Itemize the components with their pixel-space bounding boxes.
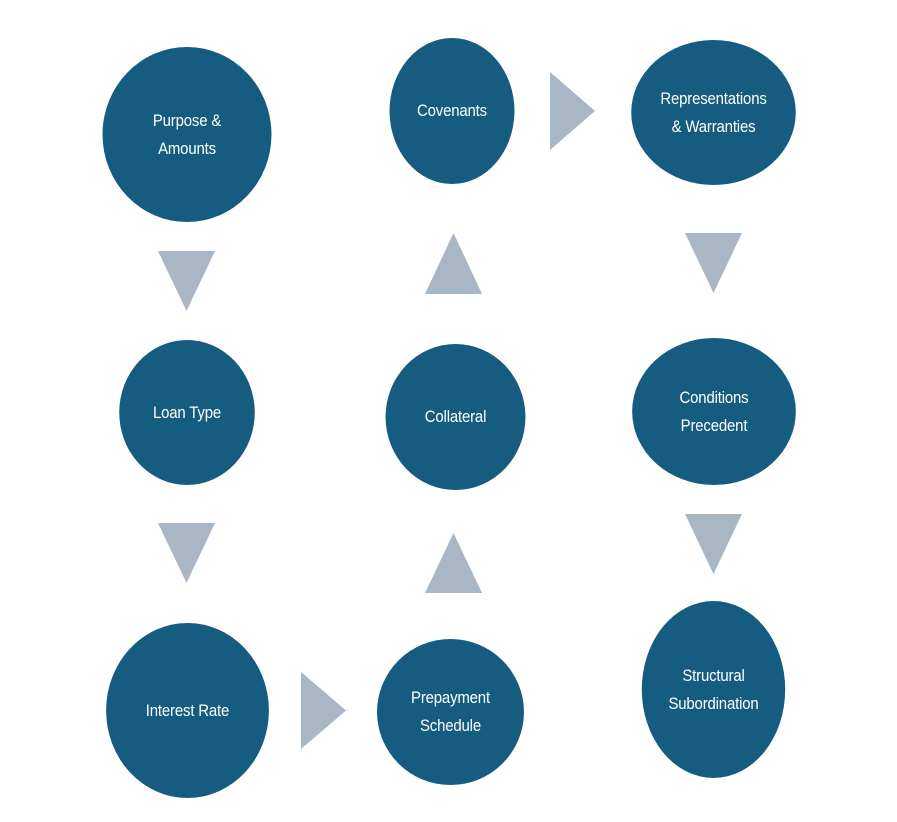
node-label: Collateral bbox=[424, 407, 487, 426]
node-label: Purpose & Amounts bbox=[152, 110, 222, 158]
node-prepayment-schedule: Prepayment Schedule bbox=[377, 639, 524, 785]
node-conditions-precedent: Conditions Precedent bbox=[632, 338, 796, 485]
node-label: Prepayment Schedule bbox=[411, 688, 490, 735]
arrow-right-icon bbox=[550, 72, 595, 150]
node-purpose-amounts: Purpose & Amounts bbox=[102, 47, 272, 222]
arrow-up-icon bbox=[425, 533, 482, 593]
arrow-up-icon bbox=[425, 233, 482, 294]
node-label: Structural Subordination bbox=[668, 665, 759, 713]
node-loan-type: Loan Type bbox=[119, 340, 255, 485]
node-covenants: Covenants bbox=[389, 38, 515, 184]
arrow-down-icon bbox=[158, 251, 215, 311]
arrow-right-icon bbox=[301, 672, 346, 749]
node-structural-subordination: Structural Subordination bbox=[641, 601, 786, 778]
arrow-down-icon bbox=[685, 233, 742, 293]
arrow-down-icon bbox=[158, 523, 215, 583]
node-label: Representations & Warranties bbox=[660, 88, 767, 136]
node-interest-rate: Interest Rate bbox=[106, 623, 269, 798]
node-label: Covenants bbox=[417, 101, 487, 120]
node-collateral: Collateral bbox=[385, 344, 526, 490]
node-representations-warranties: Representations & Warranties bbox=[631, 40, 796, 185]
node-label: Conditions Precedent bbox=[679, 387, 749, 435]
arrow-down-icon bbox=[685, 514, 742, 574]
node-label: Loan Type bbox=[152, 402, 222, 422]
node-label: Interest Rate bbox=[145, 700, 230, 720]
